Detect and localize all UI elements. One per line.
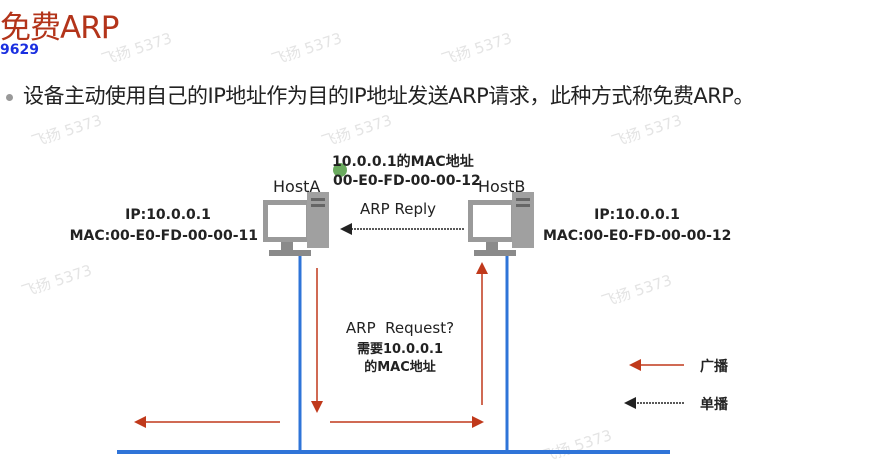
hostB-name: HostB xyxy=(478,177,525,196)
arp-request-line2: 需要10.0.0.1 xyxy=(357,342,443,357)
hostB-computer-icon xyxy=(468,192,534,256)
id-label: 9629 xyxy=(0,42,39,58)
cursor-dot-icon xyxy=(333,163,347,177)
bullet-text: 设备主动使用自己的IP地址作为目的IP地址发送ARP请求，此种方式称免费ARP。 xyxy=(23,84,754,108)
hostB-mac: MAC:00-E0-FD-00-00-12 xyxy=(543,228,731,244)
hostA-ip: IP:10.0.0.1 xyxy=(125,207,211,223)
hostA-name: HostA xyxy=(273,177,320,196)
arp-request-line3: 的MAC地址 xyxy=(364,359,436,375)
hostA-computer-icon xyxy=(263,192,329,256)
arp-reply-label: ARP Reply xyxy=(360,200,436,218)
bullet-item: 设备主动使用自己的IP地址作为目的IP地址发送ARP请求，此种方式称免费ARP。 xyxy=(6,80,754,110)
reply-note-line2: 00-E0-FD-00-00-12 xyxy=(333,173,481,189)
reply-note-line1: 10.0.0.1的MAC地址 xyxy=(332,153,474,170)
legend-broadcast-label: 广播 xyxy=(700,358,729,375)
bullet-dot-icon xyxy=(6,93,13,101)
hostB-ip: IP:10.0.0.1 xyxy=(594,207,680,223)
slide-title: 免费ARP xyxy=(0,10,119,46)
legend-unicast-label: 单播 xyxy=(700,396,729,413)
hostA-mac: MAC:00-E0-FD-00-00-11 xyxy=(70,228,258,244)
arp-request-label: ARP Request? xyxy=(346,319,454,337)
